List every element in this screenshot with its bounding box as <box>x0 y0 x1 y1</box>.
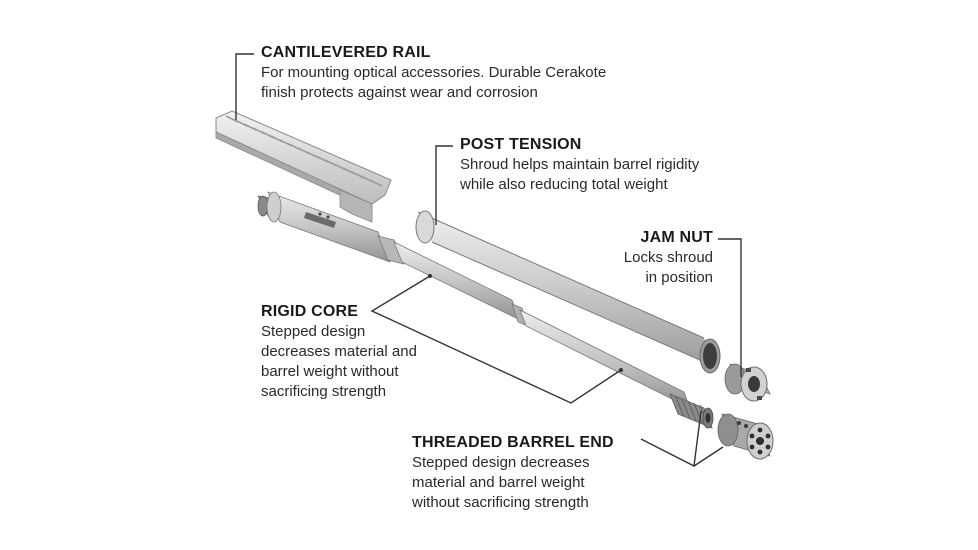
callout-rigid-core: RIGID CORE Stepped design decreases mate… <box>261 302 417 402</box>
muzzle-leader <box>693 446 724 467</box>
jam-nut-leader <box>718 238 742 377</box>
callout-desc-line: Stepped design decreases <box>412 454 590 471</box>
callout-threaded-barrel-end: THREADED BARREL END Stepped design decre… <box>412 433 614 513</box>
muzzle-brake <box>717 413 774 460</box>
callout-desc-line: Shroud helps maintain barrel rigidity <box>460 156 700 173</box>
callout-desc-line: decreases material and <box>261 343 417 360</box>
callout-cantilevered-rail: CANTILEVERED RAIL For mounting optical a… <box>261 43 606 103</box>
callout-post-tension: POST TENSION Shroud helps maintain barre… <box>460 135 699 195</box>
callout-desc-line: without sacrificing strength <box>412 494 589 511</box>
callout-desc-line: Stepped design <box>261 323 366 340</box>
callout-title: THREADED BARREL END <box>412 434 614 451</box>
callout-desc-line: while also reducing total weight <box>460 176 668 193</box>
callout-title: RIGID CORE <box>261 303 359 320</box>
leader-dots <box>428 274 623 372</box>
rigid-core-leader <box>370 275 622 404</box>
callout-desc-line: in position <box>645 269 713 286</box>
barrel-rigid-core <box>257 191 714 429</box>
tension-leader <box>435 145 453 225</box>
leader-lines <box>235 53 742 468</box>
cantilevered-rail <box>215 110 392 223</box>
rail-slots <box>225 115 383 187</box>
callout-desc-line: material and barrel weight <box>412 474 585 491</box>
post-tension-shroud <box>415 210 721 374</box>
callout-title: POST TENSION <box>460 136 582 153</box>
jam-nut <box>724 363 771 402</box>
callout-desc-line: sacrificing strength <box>261 383 387 400</box>
callout-title: JAM NUT <box>640 229 713 246</box>
callout-title: CANTILEVERED RAIL <box>261 44 431 61</box>
rail-leader <box>235 53 254 120</box>
callout-desc-line: Locks shroud <box>623 249 713 266</box>
callout-desc-line: finish protects against wear and corrosi… <box>261 84 538 101</box>
callout-jam-nut: JAM NUT Locks shroud in position <box>588 228 713 288</box>
callout-desc-line: For mounting optical accessories. Durabl… <box>261 64 607 81</box>
callout-desc-line: barrel weight without <box>261 363 399 380</box>
